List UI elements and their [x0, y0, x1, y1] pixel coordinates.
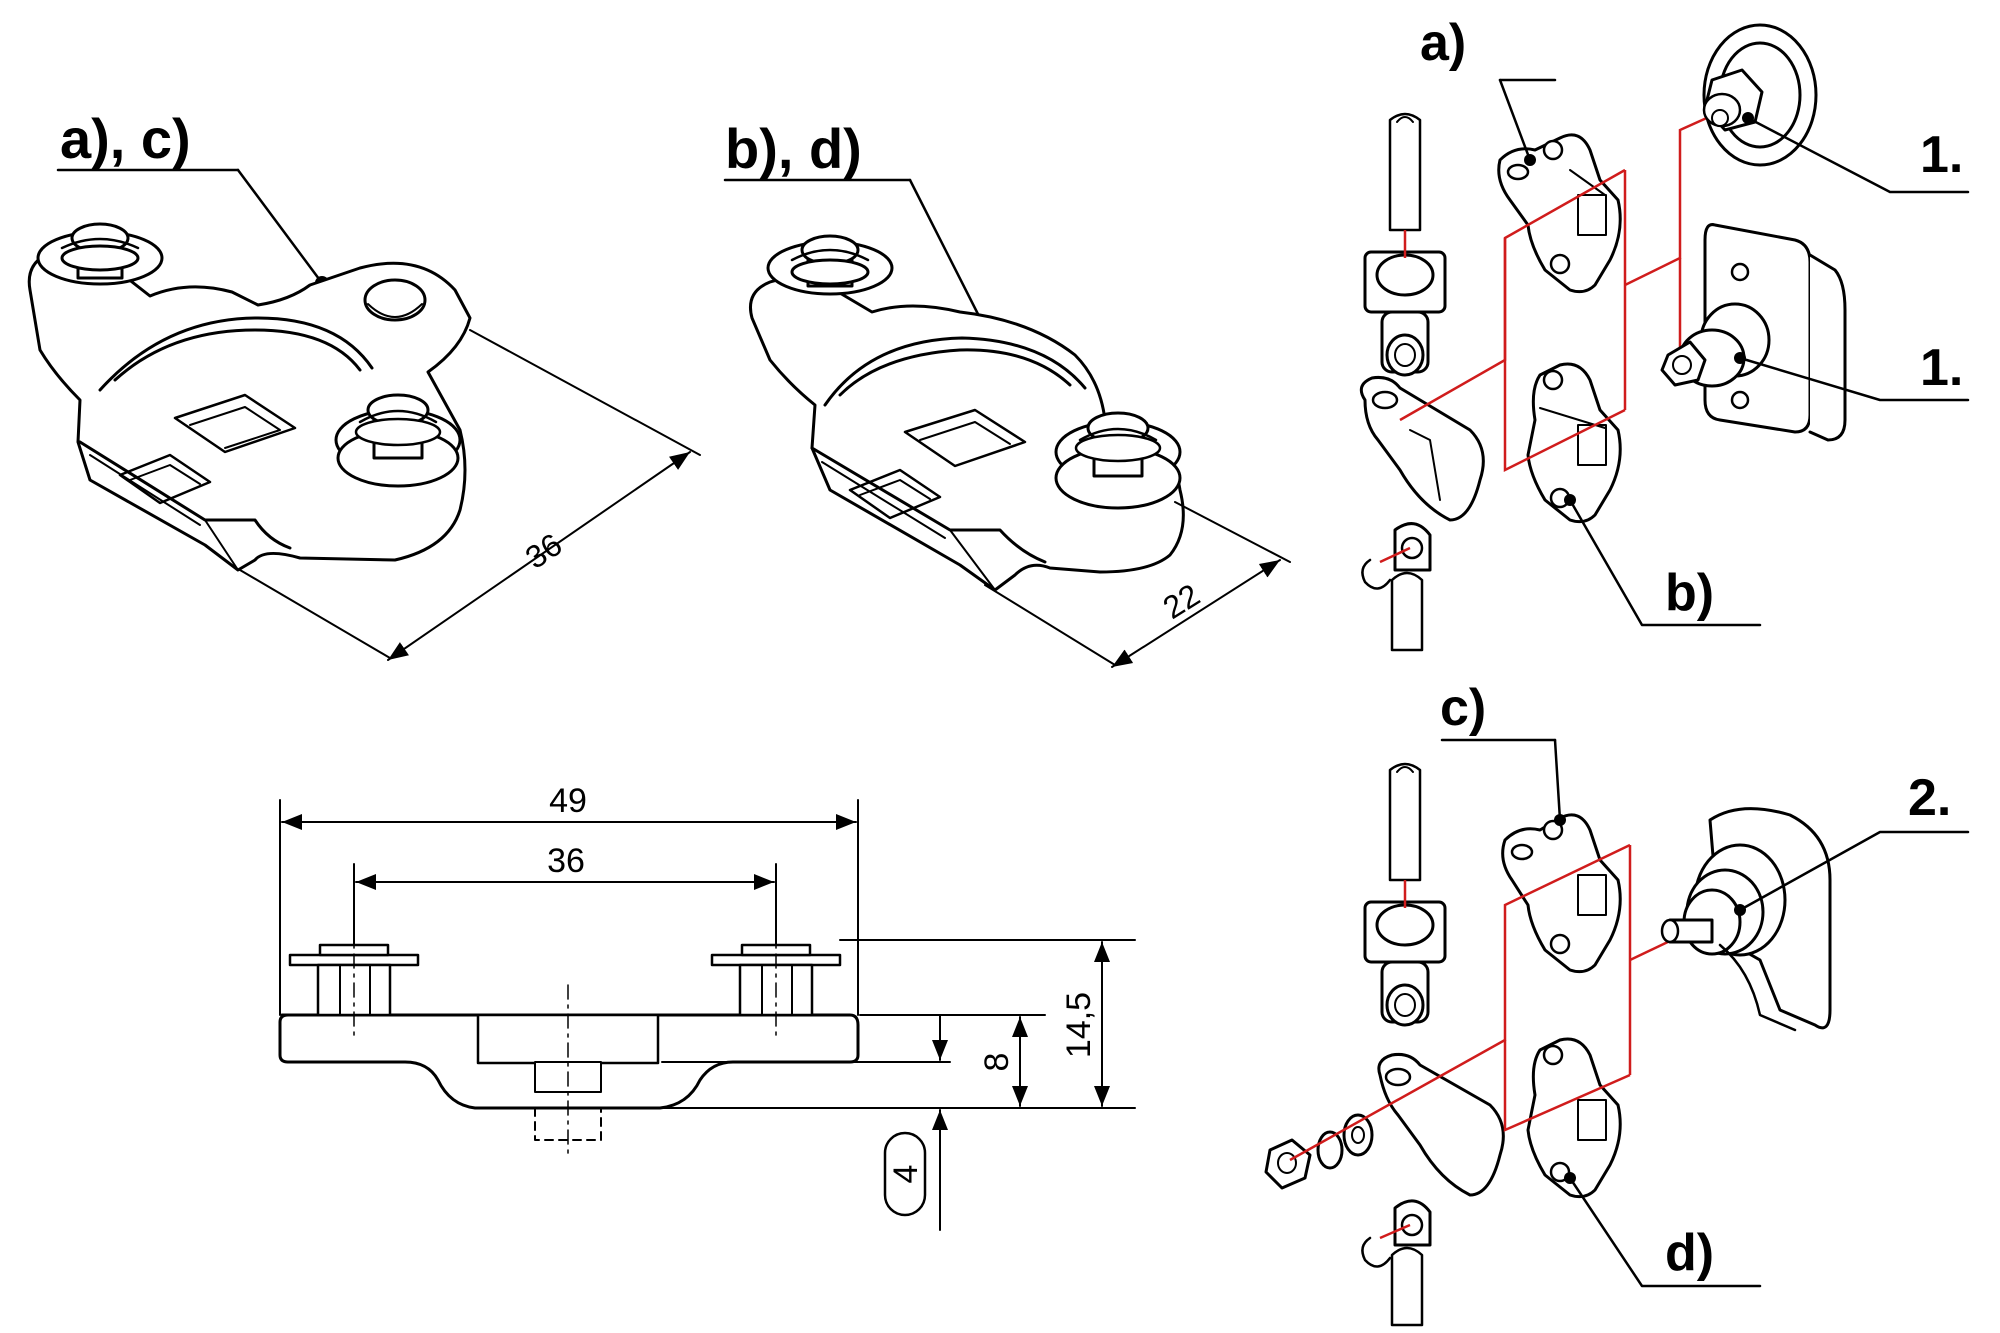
- front-elevation: 49 36 14,5 8 4: [278, 782, 1136, 1231]
- label-2: 2.: [1908, 769, 1951, 827]
- dim-iso-36: 36: [519, 526, 569, 576]
- label-b: b): [1665, 564, 1714, 622]
- dim-49: 49: [549, 782, 587, 820]
- label-d: d): [1665, 1224, 1714, 1282]
- label-1-top: 1.: [1920, 126, 1963, 184]
- dim-14-5: 14,5: [1060, 992, 1098, 1058]
- assembly-variant-2: c) d) 2.: [1264, 679, 1970, 1327]
- label-a: a): [1420, 14, 1466, 72]
- label-c: c): [1440, 679, 1486, 737]
- assembly-variant-1: a) b) 1. 1.: [1359, 14, 1970, 652]
- dim-36: 36: [547, 842, 585, 880]
- label-ac: a), c): [60, 107, 191, 170]
- label-bd: b), d): [725, 117, 862, 180]
- label-1-bottom: 1.: [1920, 339, 1963, 397]
- dim-iso-22: 22: [1157, 577, 1206, 626]
- dim-4: 4: [887, 1165, 925, 1184]
- bracket-bd-isometric: b), d) 22: [723, 117, 1291, 668]
- bracket-ac-isometric: a), c) 36: [27, 107, 701, 661]
- dim-8: 8: [978, 1053, 1016, 1072]
